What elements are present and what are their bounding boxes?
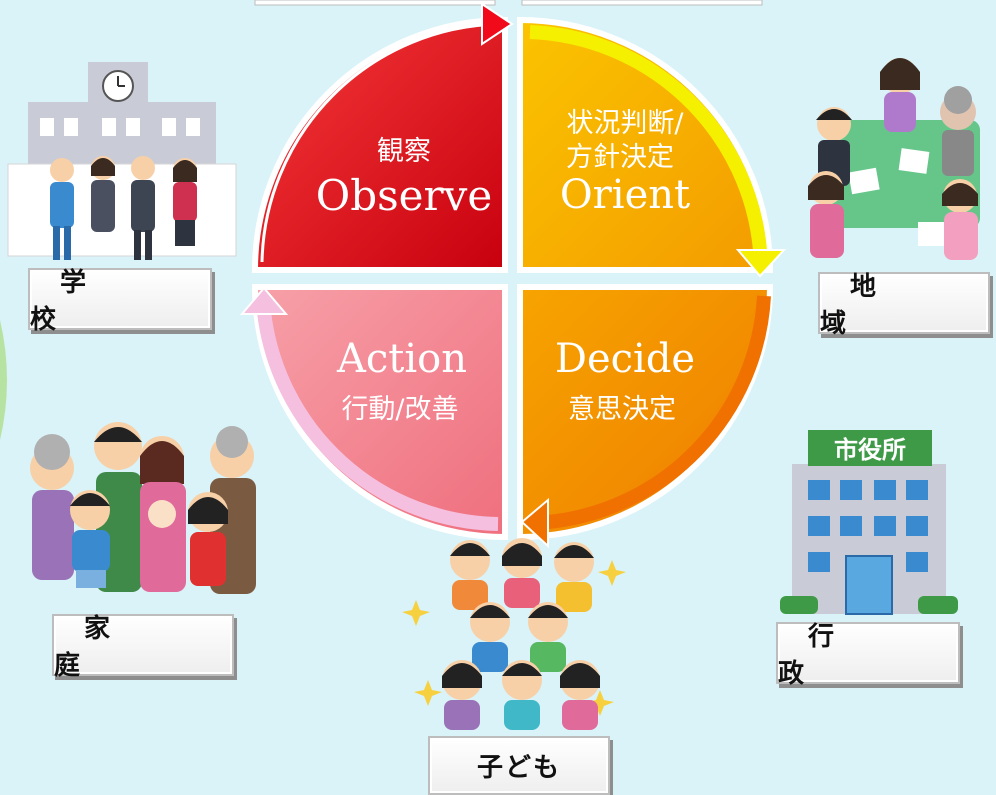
action-arrow xyxy=(257,311,499,531)
family-label: 家 庭 xyxy=(52,614,234,681)
orient-en-label: Orient xyxy=(560,172,690,218)
observe-arrowhead xyxy=(481,2,514,46)
observe-arrow xyxy=(260,22,499,263)
top-bar-left xyxy=(254,0,496,6)
orient-jp-label-2: 方針決定 xyxy=(566,142,674,173)
school-label: 学 校 xyxy=(28,268,212,335)
action-quadrant xyxy=(251,284,508,541)
city-hall-illustration: 市役所 xyxy=(780,430,958,615)
left-edge-decoration xyxy=(0,320,7,440)
community-label: 地 域 xyxy=(818,272,990,339)
children-illustration xyxy=(402,538,626,730)
decide-arrow xyxy=(547,295,771,529)
orient-jp-label-1: 状況判断/ xyxy=(566,108,684,139)
community-illustration xyxy=(808,58,980,260)
orient-arrow xyxy=(529,25,767,251)
children-label: 子ども xyxy=(428,736,610,795)
observe-quadrant xyxy=(251,16,508,273)
observe-en-label: Observe xyxy=(316,171,492,220)
teacher-figures xyxy=(50,156,197,260)
orient-arrowhead xyxy=(735,249,787,278)
action-jp-label: 行動/改善 xyxy=(341,394,458,425)
decide-arrowhead xyxy=(520,497,549,549)
orient-quadrant xyxy=(517,16,774,273)
action-en-label: Action xyxy=(336,336,467,382)
decide-jp-label: 意思決定 xyxy=(568,394,676,425)
city-hall-sign: 市役所 xyxy=(834,436,906,464)
observe-jp-label: 観察 xyxy=(377,136,431,167)
government-label: 行 政 xyxy=(776,622,960,689)
family-illustration xyxy=(30,422,256,594)
school-illustration xyxy=(7,62,237,260)
top-bar-right xyxy=(521,0,763,6)
action-arrowhead xyxy=(239,286,289,315)
decide-en-label: Decide xyxy=(555,336,695,382)
